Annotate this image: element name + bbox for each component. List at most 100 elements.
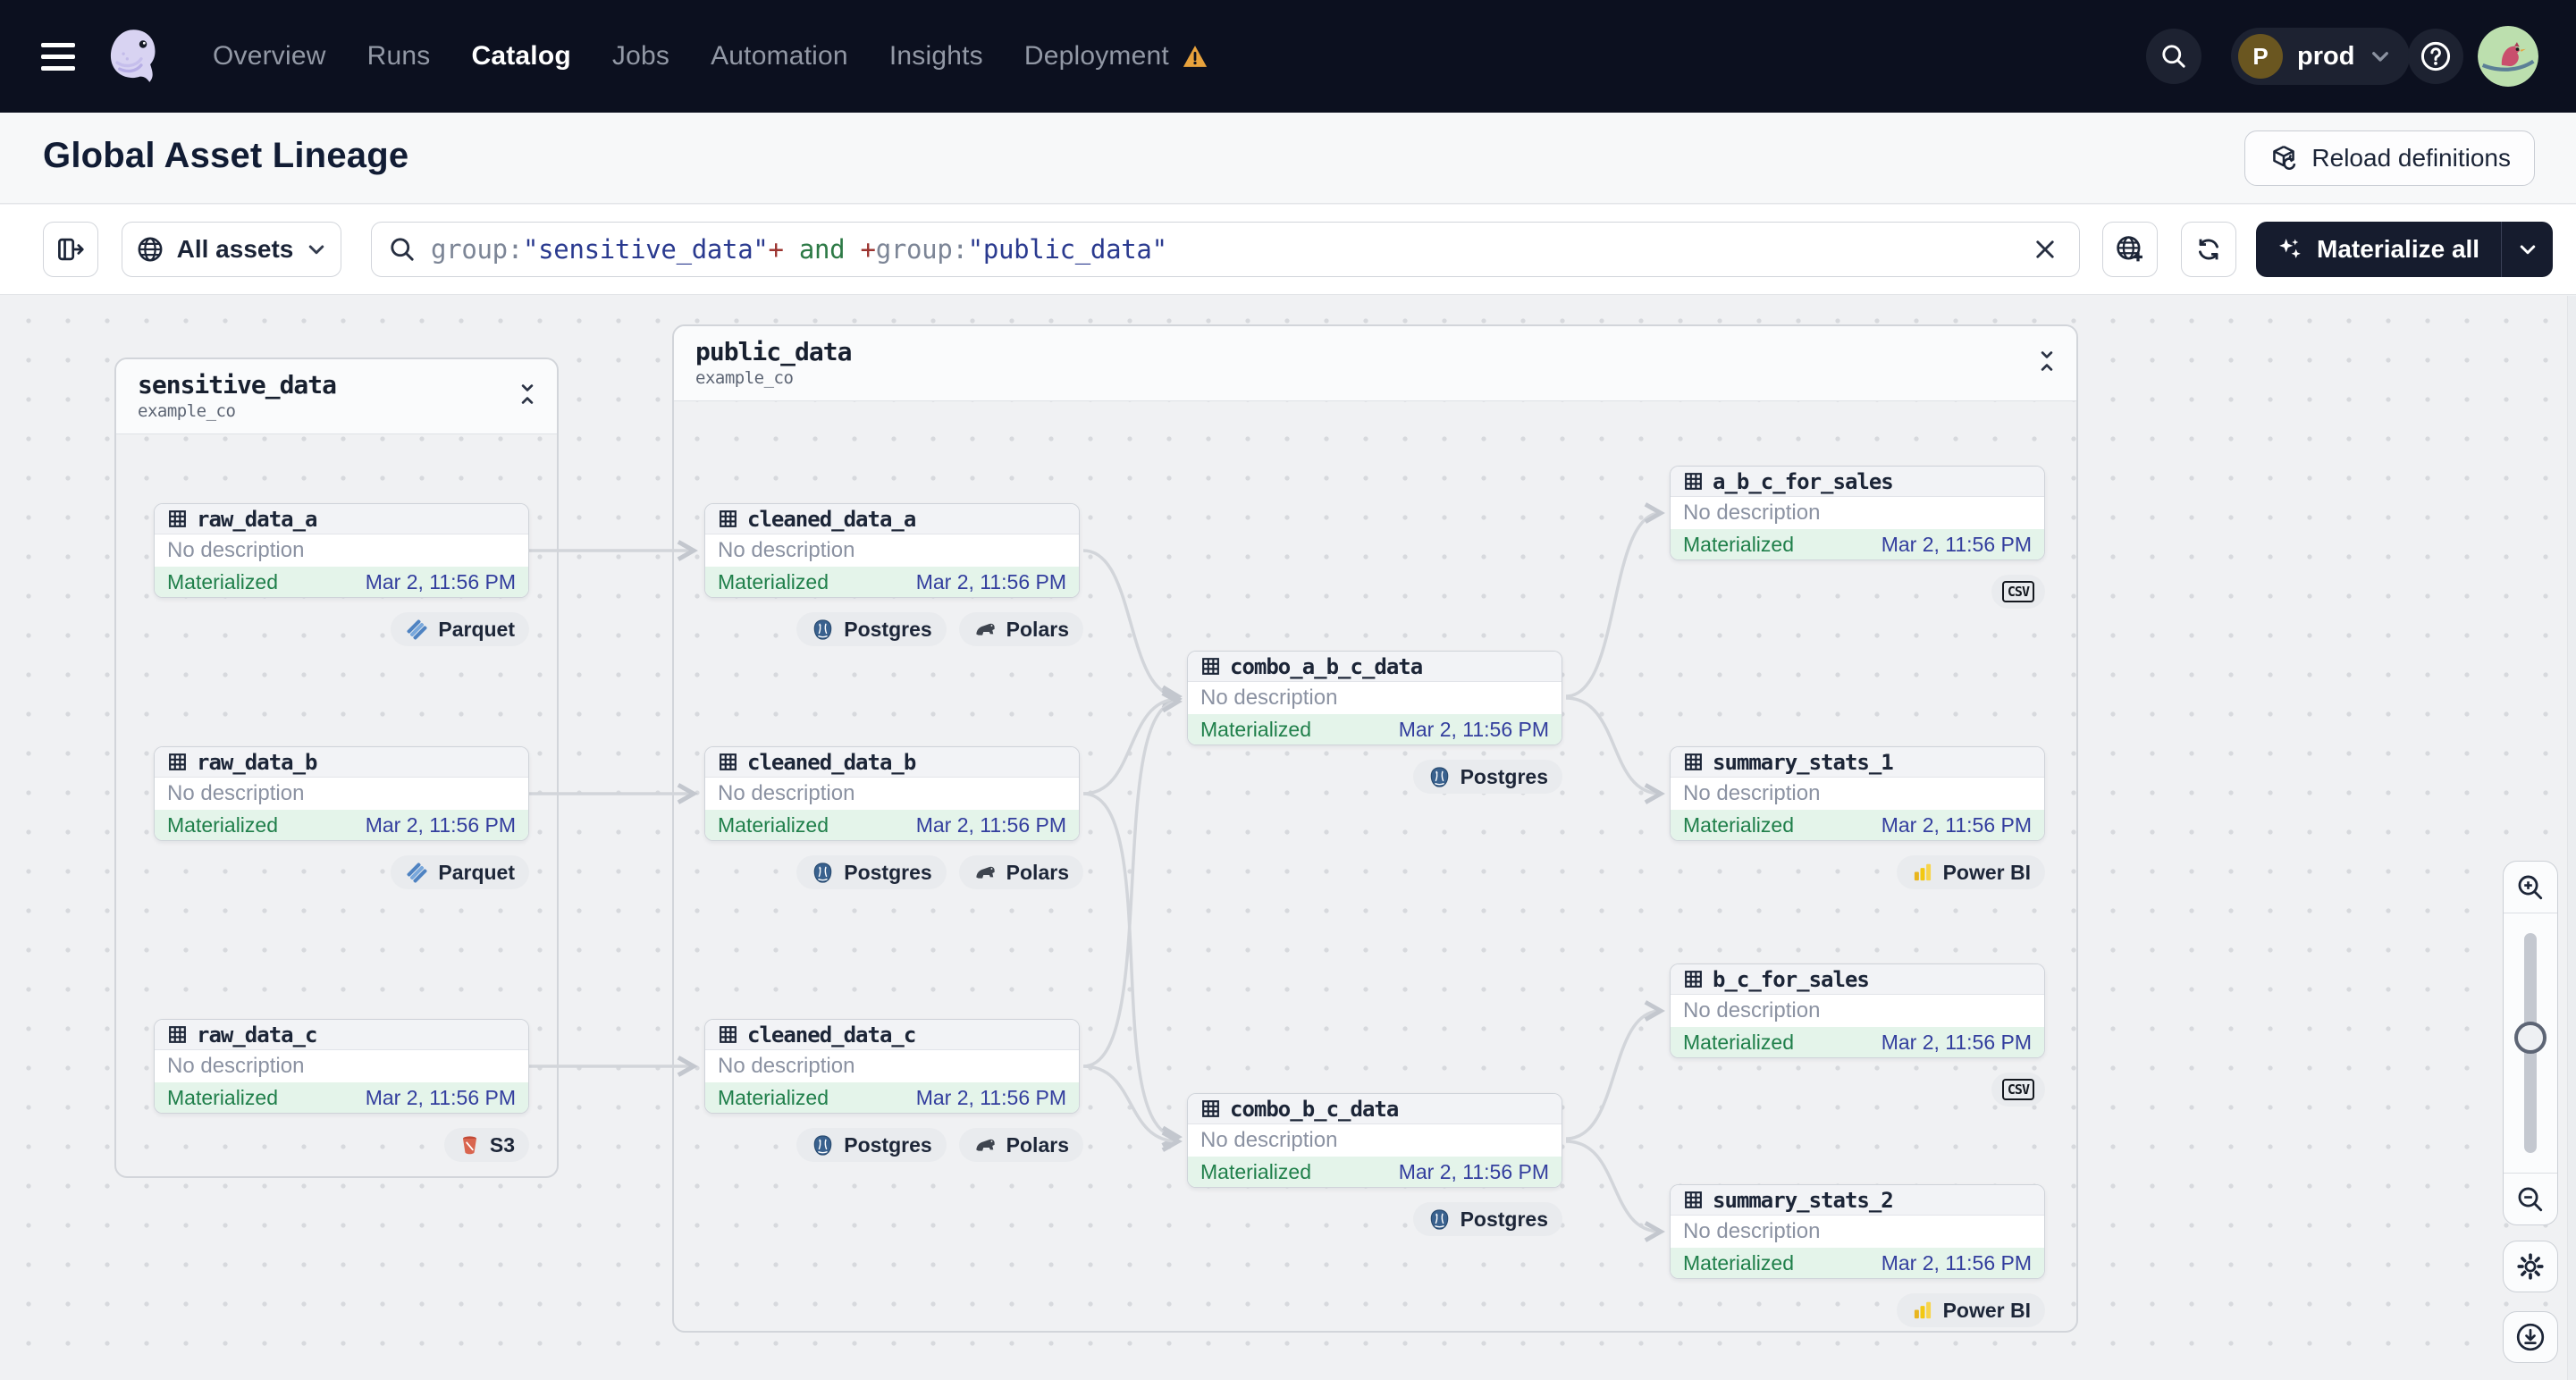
asset-node-header: a_b_c_for_sales	[1671, 467, 2044, 497]
postgres-icon	[1427, 765, 1452, 789]
kind-tag-powerbi[interactable]: Power BI	[1896, 855, 2045, 889]
asset-node-combo-b-c-data[interactable]: combo_b_c_data No description Materializ…	[1187, 1093, 1562, 1188]
asset-scope-dropdown[interactable]: All assets	[122, 222, 341, 277]
kind-tag-postgres[interactable]: Postgres	[796, 1128, 947, 1162]
asset-node-combo-a-b-c-data[interactable]: combo_a_b_c_data No description Material…	[1187, 651, 1562, 745]
open-sidebar-button[interactable]	[43, 222, 98, 277]
nav-item-catalog[interactable]: Catalog	[471, 41, 571, 71]
asset-node-cleaned-data-c[interactable]: cleaned_data_c No description Materializ…	[704, 1019, 1080, 1114]
asset-node-cleaned-data-b[interactable]: cleaned_data_b No description Materializ…	[704, 746, 1080, 841]
refresh-icon	[2193, 234, 2224, 265]
group-header[interactable]: public_data example_co	[674, 326, 2076, 401]
nav-item-runs[interactable]: Runs	[366, 41, 431, 71]
powerbi-icon	[1911, 1299, 1934, 1322]
nav-item-insights[interactable]: Insights	[888, 41, 983, 71]
postgres-icon	[811, 1133, 835, 1157]
collapse-group-icon[interactable]	[516, 383, 539, 406]
globe-plus-icon	[2114, 233, 2146, 265]
gear-icon	[2515, 1251, 2546, 1282]
asset-badges: Postgres Polars	[704, 855, 1083, 889]
warning-triangle-icon	[1182, 43, 1208, 70]
question-icon	[2419, 39, 2453, 73]
asset-node-header: combo_a_b_c_data	[1188, 652, 1562, 682]
table-icon	[718, 1024, 738, 1045]
zoom-slider[interactable]	[2504, 913, 2557, 1173]
asset-node-a-b-c-for-sales[interactable]: a_b_c_for_sales No description Materiali…	[1670, 466, 2045, 560]
page-header: Global Asset Lineage Reload definitions	[0, 113, 2576, 204]
chevron-down-icon	[2517, 239, 2538, 260]
environment-switcher[interactable]: P prod	[2231, 28, 2411, 85]
asset-node-header: cleaned_data_b	[705, 747, 1079, 778]
kind-tag-postgres[interactable]: Postgres	[796, 612, 947, 646]
collapse-group-icon[interactable]	[2035, 349, 2058, 373]
add-scope-button[interactable]	[2102, 222, 2158, 277]
download-icon	[2514, 1321, 2547, 1353]
lineage-canvas[interactable]	[0, 296, 2576, 1380]
zoom-out-button[interactable]	[2504, 1173, 2557, 1224]
reload-definitions-button[interactable]: Reload definitions	[2244, 130, 2535, 186]
help-button[interactable]	[2408, 29, 2463, 84]
user-avatar[interactable]	[2478, 26, 2538, 87]
csv-icon: CSV	[2001, 1079, 2034, 1100]
scrollbar-track[interactable]	[2567, 296, 2576, 1380]
zoom-slider-thumb[interactable]	[2514, 1022, 2547, 1054]
kind-tag-powerbi[interactable]: Power BI	[1896, 1293, 2045, 1327]
asset-badges: Power BI	[1670, 855, 2045, 889]
kind-tag-parquet[interactable]: Parquet	[391, 612, 529, 646]
group-header[interactable]: sensitive_data example_co	[116, 359, 557, 434]
clear-search-button[interactable]	[2027, 231, 2063, 267]
kind-tag-polars[interactable]: Polars	[958, 1128, 1083, 1162]
kind-tag-parquet[interactable]: Parquet	[391, 855, 529, 889]
nav-item-automation[interactable]: Automation	[711, 41, 848, 71]
materialize-all-button[interactable]: Materialize all	[2256, 222, 2501, 277]
s3-icon	[459, 1134, 481, 1157]
kind-tag-postgres[interactable]: Postgres	[1412, 760, 1562, 794]
download-graph-button[interactable]	[2503, 1311, 2558, 1363]
asset-node-b-c-for-sales[interactable]: b_c_for_sales No description Materialize…	[1670, 963, 2045, 1058]
kind-tag-postgres[interactable]: Postgres	[1412, 1202, 1562, 1236]
kind-tag-postgres[interactable]: Postgres	[796, 855, 947, 889]
asset-node-cleaned-data-a[interactable]: cleaned_data_a No description Materializ…	[704, 503, 1080, 598]
nav-links: Overview Runs Catalog Jobs Automation In…	[213, 0, 1208, 113]
table-icon	[718, 752, 738, 772]
materialize-options-button[interactable]	[2501, 222, 2553, 277]
csv-icon: CSV	[2001, 581, 2034, 602]
hamburger-menu-icon[interactable]	[41, 38, 79, 75]
asset-node-header: cleaned_data_c	[705, 1020, 1079, 1050]
refresh-graph-button[interactable]	[2181, 222, 2236, 277]
table-icon	[167, 509, 188, 529]
kind-tag-s3[interactable]: S3	[443, 1128, 529, 1162]
nav-item-overview[interactable]: Overview	[213, 41, 326, 71]
kind-tag-polars[interactable]: Polars	[958, 855, 1083, 889]
asset-node-summary-stats-2[interactable]: summary_stats_2 No description Materiali…	[1670, 1184, 2045, 1279]
search-query-text: group:"sensitive_data"+ and +group:"publ…	[431, 234, 1167, 265]
polars-icon	[973, 618, 998, 642]
kind-tag-polars[interactable]: Polars	[958, 612, 1083, 646]
graph-settings-button[interactable]	[2503, 1241, 2558, 1292]
asset-node-header: cleaned_data_a	[705, 504, 1079, 534]
parquet-icon	[405, 618, 429, 642]
postgres-icon	[811, 618, 835, 642]
nav-item-jobs[interactable]: Jobs	[611, 41, 670, 71]
asset-search-input[interactable]: group:"sensitive_data"+ and +group:"publ…	[371, 222, 2080, 277]
zoom-in-icon	[2515, 872, 2546, 903]
global-search-button[interactable]	[2146, 29, 2201, 84]
asset-badges: Power BI	[1670, 1293, 2045, 1327]
bird-avatar-image	[2478, 26, 2538, 87]
zoom-in-button[interactable]	[2504, 862, 2557, 913]
asset-badges: Parquet	[154, 855, 529, 889]
asset-node-summary-stats-1[interactable]: summary_stats_1 No description Materiali…	[1670, 746, 2045, 841]
table-icon	[1683, 471, 1704, 492]
kind-tag-csv[interactable]: CSV	[1991, 1073, 2045, 1107]
nav-item-deployment[interactable]: Deployment	[1024, 41, 1208, 72]
dagster-logo-icon[interactable]	[102, 26, 163, 87]
table-icon	[167, 752, 188, 772]
kind-tag-csv[interactable]: CSV	[1991, 575, 2045, 609]
